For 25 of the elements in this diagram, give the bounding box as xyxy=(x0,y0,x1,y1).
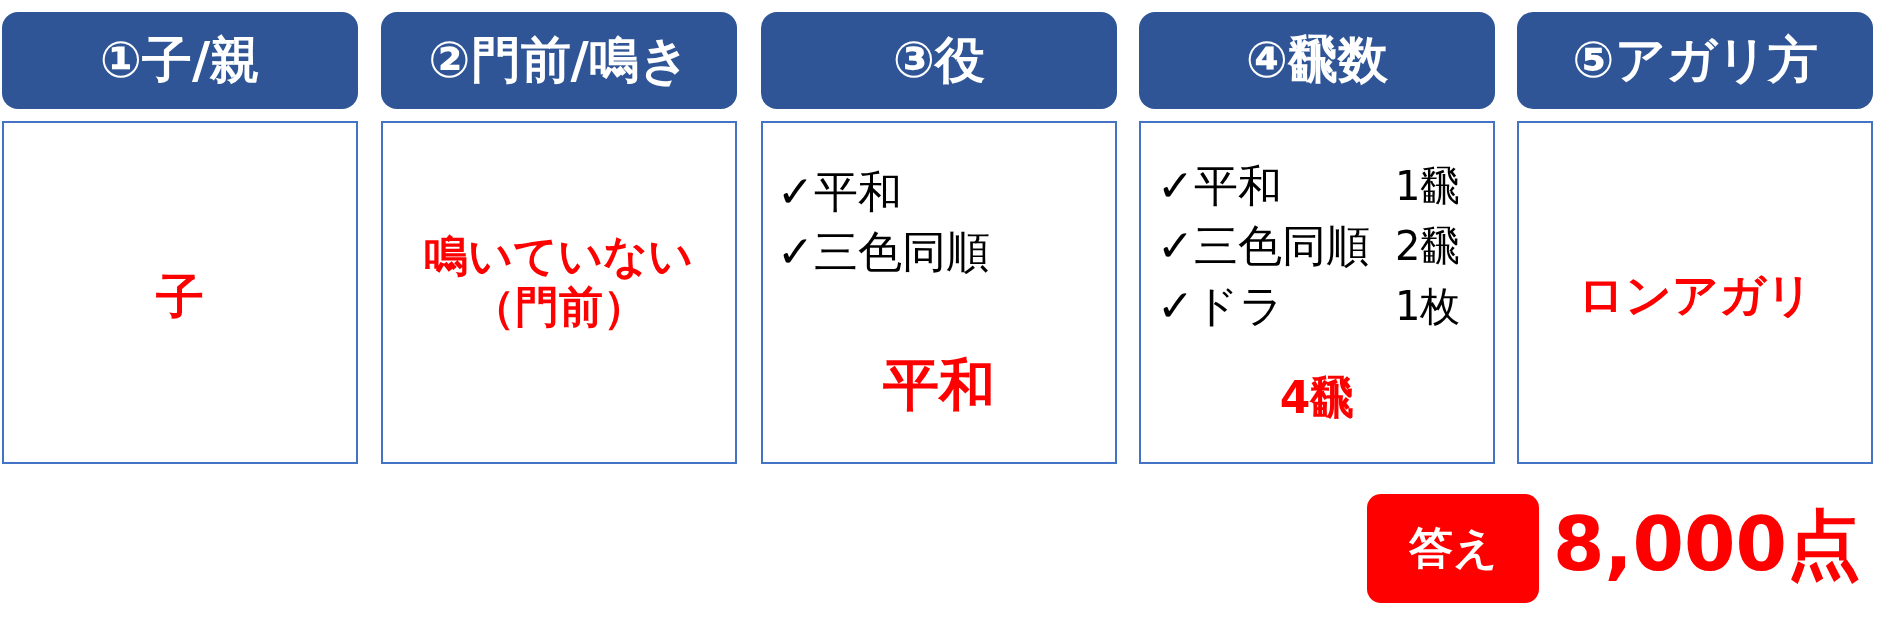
han-count: 1飜 xyxy=(1395,163,1461,209)
content-panel xyxy=(761,121,1117,464)
column-header: ②門前/鳴き xyxy=(381,12,737,109)
answer-text: 鳴いていない（門前） xyxy=(423,231,695,333)
column-header: ①子/親 xyxy=(2,12,358,109)
content-panel xyxy=(381,121,737,464)
han-item: ✓ドラ xyxy=(1157,281,1284,332)
answer-text: ロンアガリ xyxy=(1577,269,1813,322)
column-header: ③役 xyxy=(761,12,1117,109)
yaku-item: ✓三色同順 xyxy=(777,227,990,278)
column-header: ④飜数 xyxy=(1139,12,1495,109)
han-total: 4飜 xyxy=(1279,373,1355,424)
han-item: ✓平和 xyxy=(1157,161,1282,212)
content-panel xyxy=(1517,121,1873,464)
content-panel xyxy=(2,121,358,464)
han-item: ✓三色同順 xyxy=(1157,221,1370,272)
column-header: ⑤アガリ方 xyxy=(1517,12,1873,109)
content-panel xyxy=(1139,121,1495,464)
answer-badge: 答え xyxy=(1367,494,1539,603)
han-count: 1枚 xyxy=(1395,283,1461,329)
answer-text: 子 xyxy=(156,269,204,325)
yaku-item: ✓平和 xyxy=(777,167,902,218)
yaku-result: 平和 xyxy=(883,353,995,418)
score-text: 8,000点 xyxy=(1553,502,1862,588)
han-count: 2飜 xyxy=(1395,223,1461,269)
